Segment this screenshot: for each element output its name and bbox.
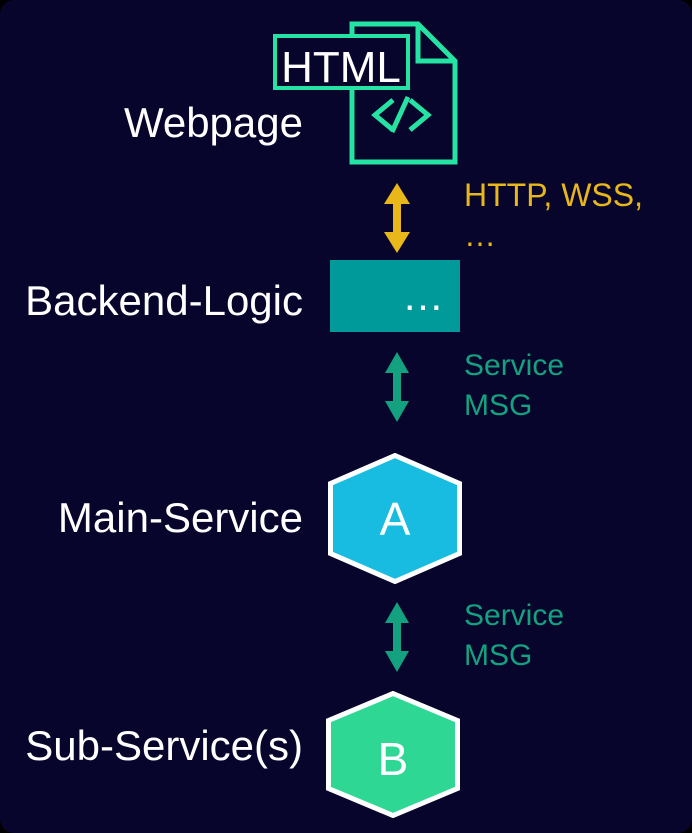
bidirectional-arrow-icon bbox=[385, 352, 409, 422]
link-label-http-line2: … bbox=[464, 217, 496, 253]
link-label-svc1-line1: Service bbox=[464, 349, 565, 382]
link-label-http: HTTP, WSS, … bbox=[464, 175, 643, 255]
file-fold bbox=[415, 24, 455, 64]
file-outline bbox=[349, 21, 458, 165]
main-service-hexagon: A bbox=[328, 453, 462, 584]
webpage-label: Webpage bbox=[123, 99, 303, 146]
hexagon-shape bbox=[326, 691, 460, 818]
bidirectional-arrow-icon bbox=[385, 602, 409, 672]
backend-box-ellipsis: … bbox=[402, 272, 444, 319]
code-chevron-right-icon bbox=[408, 98, 432, 132]
html-file-icon: HTML bbox=[273, 21, 458, 165]
link-label-svc1-line2: MSG bbox=[464, 389, 533, 422]
link-label-svc2-line1: Service bbox=[464, 599, 565, 632]
double-arrow-shape bbox=[385, 602, 409, 672]
html-badge-box bbox=[273, 34, 410, 90]
bidirectional-arrow-icon bbox=[384, 183, 410, 253]
double-arrow-shape bbox=[384, 183, 410, 253]
code-slash-icon bbox=[389, 95, 411, 134]
backend-box: … bbox=[330, 260, 460, 332]
sub-service-hexagon: B bbox=[326, 691, 460, 818]
code-chevron-left-icon bbox=[371, 98, 395, 132]
main-service-letter: A bbox=[380, 493, 411, 545]
sub-service-label: Sub-Service(s) bbox=[25, 722, 303, 769]
main-service-label: Main-Service bbox=[57, 494, 303, 541]
hexagon-shape bbox=[328, 453, 462, 584]
double-arrow-shape bbox=[385, 352, 409, 422]
html-badge-text: HTML bbox=[281, 43, 401, 92]
sub-service-letter: B bbox=[378, 733, 409, 785]
backend-box-rect bbox=[330, 260, 460, 332]
link-label-svc2-line2: MSG bbox=[464, 639, 533, 672]
backend-logic-label: Backend-Logic bbox=[25, 277, 303, 324]
link-label-service-msg-2: Service MSG bbox=[464, 596, 564, 676]
link-label-http-line1: HTTP, WSS, bbox=[464, 177, 643, 213]
link-label-service-msg-1: Service MSG bbox=[464, 346, 564, 426]
